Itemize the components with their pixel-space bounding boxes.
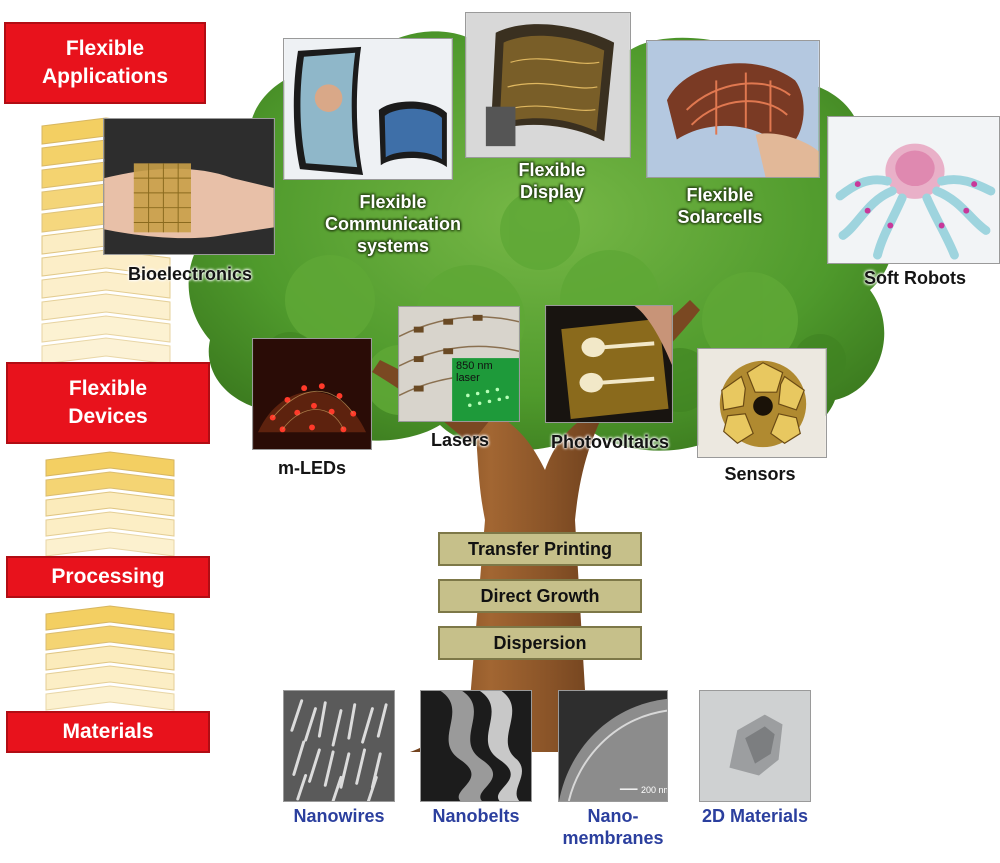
chevron-segment <box>45 511 175 537</box>
display-photo <box>465 12 631 158</box>
nanomembranes-label-line1: Nano- <box>587 806 639 826</box>
soft-robots-photo <box>827 116 1000 264</box>
display-label: Flexible Display <box>487 160 617 204</box>
process-transfer-printing: Transfer Printing <box>438 532 642 566</box>
solarcells-photo <box>646 40 820 178</box>
nanobelts-photo <box>420 690 532 802</box>
2d-materials-label: 2D Materials <box>701 806 809 826</box>
chevron-segment <box>45 451 175 477</box>
stage-processing: Processing <box>6 556 210 598</box>
sensors-label: Sensors <box>724 464 796 484</box>
stage-processing-label: Processing <box>51 564 165 588</box>
mleds-photo <box>252 338 372 450</box>
stage-devices: Flexible Devices <box>6 362 210 444</box>
chevron-segment <box>45 645 175 671</box>
laser-inset-line2: laser <box>456 372 480 385</box>
laser-inset-caption: 850 nm laser <box>456 360 493 384</box>
chevron-segment <box>45 491 175 517</box>
chevron-segment <box>45 685 175 711</box>
2d-materials-photo <box>699 690 811 802</box>
stage-devices-line2: Devices <box>68 405 148 428</box>
nanowires-label: Nanowires <box>293 806 385 826</box>
sensors-photo <box>697 348 827 458</box>
stage-applications-line2: Applications <box>41 65 168 88</box>
display-label-line2: Display <box>519 181 585 202</box>
chevron-stack-processing <box>45 605 175 711</box>
communication-label-line3: systems <box>356 235 430 256</box>
process-dispersion: Dispersion <box>438 626 642 660</box>
nanobelts-label: Nanobelts <box>432 806 520 826</box>
process-direct-growth: Direct Growth <box>438 579 642 613</box>
solarcells-label-line2: Solarcells <box>677 206 763 227</box>
photovoltaics-label: Photovoltaics <box>550 432 670 452</box>
stage-materials-label: Materials <box>62 719 154 743</box>
bioelectronics-label: Bioelectronics <box>127 264 253 284</box>
lasers-label: Lasers <box>430 430 490 450</box>
stage-applications-line1: Flexible <box>65 36 145 60</box>
communication-label: Flexible Communication systems <box>318 192 468 258</box>
communication-label-line2: Communication <box>324 213 461 234</box>
lasers-photo: 850 nm laser <box>398 306 520 422</box>
communication-photo <box>283 38 453 180</box>
stage-materials: Materials <box>6 711 210 753</box>
chevron-segment <box>45 625 175 651</box>
chevron-segment <box>41 315 171 343</box>
laser-inset-line1: 850 nm <box>456 360 493 372</box>
stage-applications: Flexible Applications <box>4 22 206 104</box>
bioelectronics-photo <box>103 118 275 255</box>
chevron-segment <box>45 665 175 691</box>
nanomembranes-photo: 200 nm <box>558 690 668 802</box>
chevron-segment <box>45 531 175 557</box>
display-label-line1: Flexible <box>518 160 586 180</box>
chevron-segment <box>41 293 171 321</box>
chevron-segment <box>41 337 171 365</box>
soft-robots-label: Soft Robots <box>864 268 966 288</box>
chevron-segment <box>41 271 171 299</box>
nanomembrane-scale-label: 200 nm <box>641 785 667 795</box>
nanowires-photo <box>283 690 395 802</box>
communication-label-line1: Flexible <box>359 192 427 212</box>
chevron-stack-devices <box>45 451 175 557</box>
stage-devices-line1: Flexible <box>68 376 148 400</box>
nanomembranes-label: Nano- membranes <box>553 806 673 850</box>
solarcells-label: Flexible Solarcells <box>655 185 785 229</box>
chevron-segment <box>45 605 175 631</box>
chevron-segment <box>45 471 175 497</box>
nanomembranes-label-line2: membranes <box>562 827 664 848</box>
photovoltaics-photo <box>545 305 673 423</box>
solarcells-label-line1: Flexible <box>686 185 754 205</box>
mleds-label: m-LEDs <box>277 458 346 478</box>
